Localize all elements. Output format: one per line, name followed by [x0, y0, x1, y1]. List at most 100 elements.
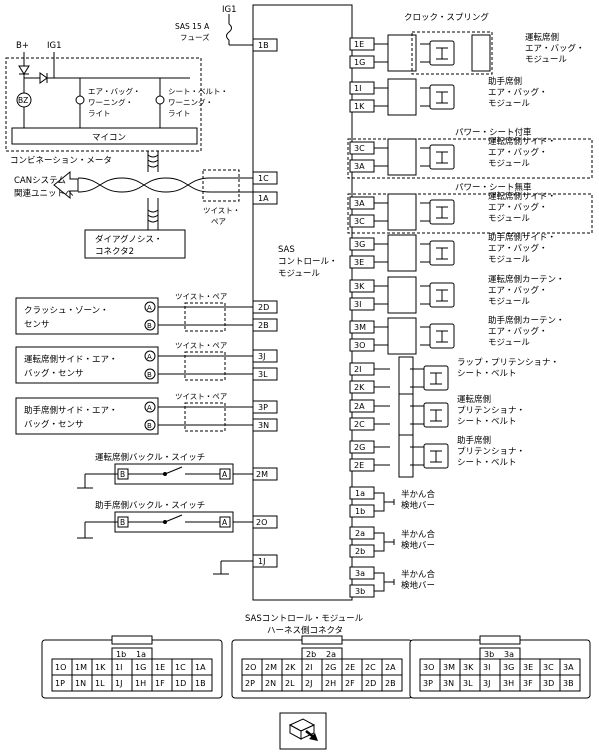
seatbelt-light-2: ワーニング・ — [168, 97, 213, 107]
svg-text:B: B — [147, 322, 152, 330]
connector-title-1: SASコントロール・モジュール — [245, 614, 364, 624]
svg-text:助手席側サイド・エア・: 助手席側サイド・エア・ — [24, 405, 118, 416]
svg-text:助手席側: 助手席側 — [488, 76, 522, 87]
svg-text:運転席側: 運転席側 — [525, 32, 559, 43]
svg-text:助手席側サイド・: 助手席側サイド・ — [488, 232, 556, 243]
svg-text:ツイスト・ペア: ツイスト・ペア — [175, 392, 227, 401]
svg-text:3P: 3P — [423, 679, 433, 688]
bz-label: BZ — [18, 96, 28, 105]
svg-text:運転席側: 運転席側 — [457, 394, 491, 405]
svg-text:A: A — [222, 470, 228, 479]
svg-text:モジュール: モジュール — [525, 55, 567, 65]
diag-label-2: コネクタ2 — [95, 247, 134, 257]
can-wire-l — [77, 177, 253, 193]
can-label-2: 関連ユニットへ — [14, 188, 74, 199]
svg-text:モジュール: モジュール — [488, 99, 530, 109]
right-device-5: 3K3IAABB運転席側カーテン・エア・バッグ・モジュール — [349, 274, 565, 314]
svg-text:3K: 3K — [463, 663, 474, 672]
svg-text:3N: 3N — [443, 679, 454, 688]
passenger-side-airbag-sensor: 助手席側サイド・エア・ バッグ・センサ ツイスト・ペア 3P 3N — [15, 392, 278, 435]
can-twist-2: ペア — [211, 217, 226, 226]
svg-text:シート・ベルト: シート・ベルト — [457, 458, 517, 468]
svg-text:3B: 3B — [563, 679, 574, 688]
airbag-light-1: エア・バッグ・ — [88, 86, 141, 96]
pin-label: 2K — [354, 383, 365, 392]
svg-text:1I: 1I — [115, 663, 122, 672]
right-device-9: 2G2EAB助手席側プリテンショナ・シート・ベルト — [349, 434, 525, 478]
svg-text:助手席側カーテン・: 助手席側カーテン・ — [488, 315, 565, 326]
passenger-buckle-switch: 助手席側バックル・スイッチ B A 2O — [77, 500, 278, 539]
diode-ig1 — [39, 72, 48, 84]
svg-text:1M: 1M — [75, 663, 87, 672]
svg-text:B: B — [147, 422, 152, 430]
svg-text:1b: 1b — [355, 507, 365, 516]
pin-label: 1I — [354, 84, 361, 93]
can-arrow-icon — [53, 170, 79, 200]
sensor-terminal-labels: A B A B A B — [144, 301, 156, 431]
svg-text:3D: 3D — [543, 679, 554, 688]
right-device-7: 2I2KABラップ・プリテンショナ・シート・ベルト — [349, 356, 559, 400]
driver-buckle-switch: 運転席側バックル・スイッチ B A 2M — [77, 452, 278, 489]
svg-text:3E: 3E — [523, 663, 533, 672]
svg-text:助手席側: 助手席側 — [457, 435, 491, 446]
svg-text:1D: 1D — [175, 679, 186, 688]
right-device-8: 2A2CAB運転席側プリテンショナ・シート・ベルト — [349, 393, 525, 437]
micom-label: マイコン — [92, 133, 126, 143]
right-device-1: 1I1KAABB助手席側エア・バッグ・モジュール — [349, 76, 548, 116]
power-seat-with-box — [347, 138, 593, 179]
svg-text:A: A — [147, 304, 152, 312]
can-twist-pair — [202, 169, 240, 202]
svg-text:検地バー: 検地バー — [401, 540, 435, 551]
svg-text:3a: 3a — [355, 569, 365, 578]
svg-text:エア・バッグ・: エア・バッグ・ — [488, 243, 548, 254]
svg-text:3C: 3C — [543, 663, 554, 672]
svg-text:1O: 1O — [55, 663, 66, 672]
svg-text:1E: 1E — [155, 663, 165, 672]
svg-text:1F: 1F — [155, 679, 165, 688]
svg-text:3H: 3H — [503, 679, 514, 688]
svg-text:3I: 3I — [483, 663, 490, 672]
svg-text:2H: 2H — [325, 679, 336, 688]
svg-text:運転席側サイド・エア・: 運転席側サイド・エア・ — [24, 354, 118, 365]
svg-text:3L: 3L — [463, 679, 473, 688]
airbag-light-2: ワーニング・ — [88, 97, 133, 107]
pin-label: 2C — [354, 420, 365, 429]
svg-text:1B: 1B — [195, 679, 206, 688]
svg-text:3J: 3J — [258, 352, 265, 361]
svg-text:3b: 3b — [484, 650, 494, 659]
bplus-label: B+ — [16, 41, 29, 51]
pin-label: 2I — [354, 365, 361, 374]
svg-text:半かん合: 半かん合 — [401, 529, 436, 540]
module-label-2: コントロール・ — [278, 257, 338, 267]
svg-text:A: A — [147, 353, 152, 361]
fuse-label-2: フューズ — [180, 32, 210, 42]
svg-text:検地バー: 検地バー — [401, 500, 435, 511]
svg-text:2D: 2D — [258, 303, 269, 312]
pin-label: 3O — [354, 341, 365, 350]
pin-label: 3C — [354, 217, 365, 226]
module-label-1: SAS — [278, 245, 295, 255]
right-devices: 1E1G1C1C1D1D運転席側エア・バッグ・モジュール3B3A1I1KAABB… — [349, 31, 585, 478]
svg-text:3a: 3a — [504, 650, 514, 659]
svg-text:モジュール: モジュール — [488, 338, 530, 348]
svg-text:1P: 1P — [55, 679, 65, 688]
svg-text:1b: 1b — [116, 650, 126, 659]
power-seat-without-label: パワー・シート無車 — [455, 182, 532, 193]
svg-text:2O: 2O — [256, 518, 267, 527]
fuse-label-1: SAS 15 A — [175, 22, 210, 31]
svg-text:1H: 1H — [135, 679, 146, 688]
connector-title-2: ハーネス側コネクタ — [267, 625, 343, 636]
svg-text:2O: 2O — [245, 663, 256, 672]
svg-text:3G: 3G — [503, 663, 514, 672]
svg-text:運転席側カーテン・: 運転席側カーテン・ — [488, 274, 565, 285]
power-seat-without-box — [347, 193, 593, 234]
svg-text:1G: 1G — [135, 663, 146, 672]
svg-text:B: B — [120, 470, 125, 479]
right-device-2: 3C3AAABB運転席側サイド・エア・バッグ・モジュール — [349, 136, 556, 176]
